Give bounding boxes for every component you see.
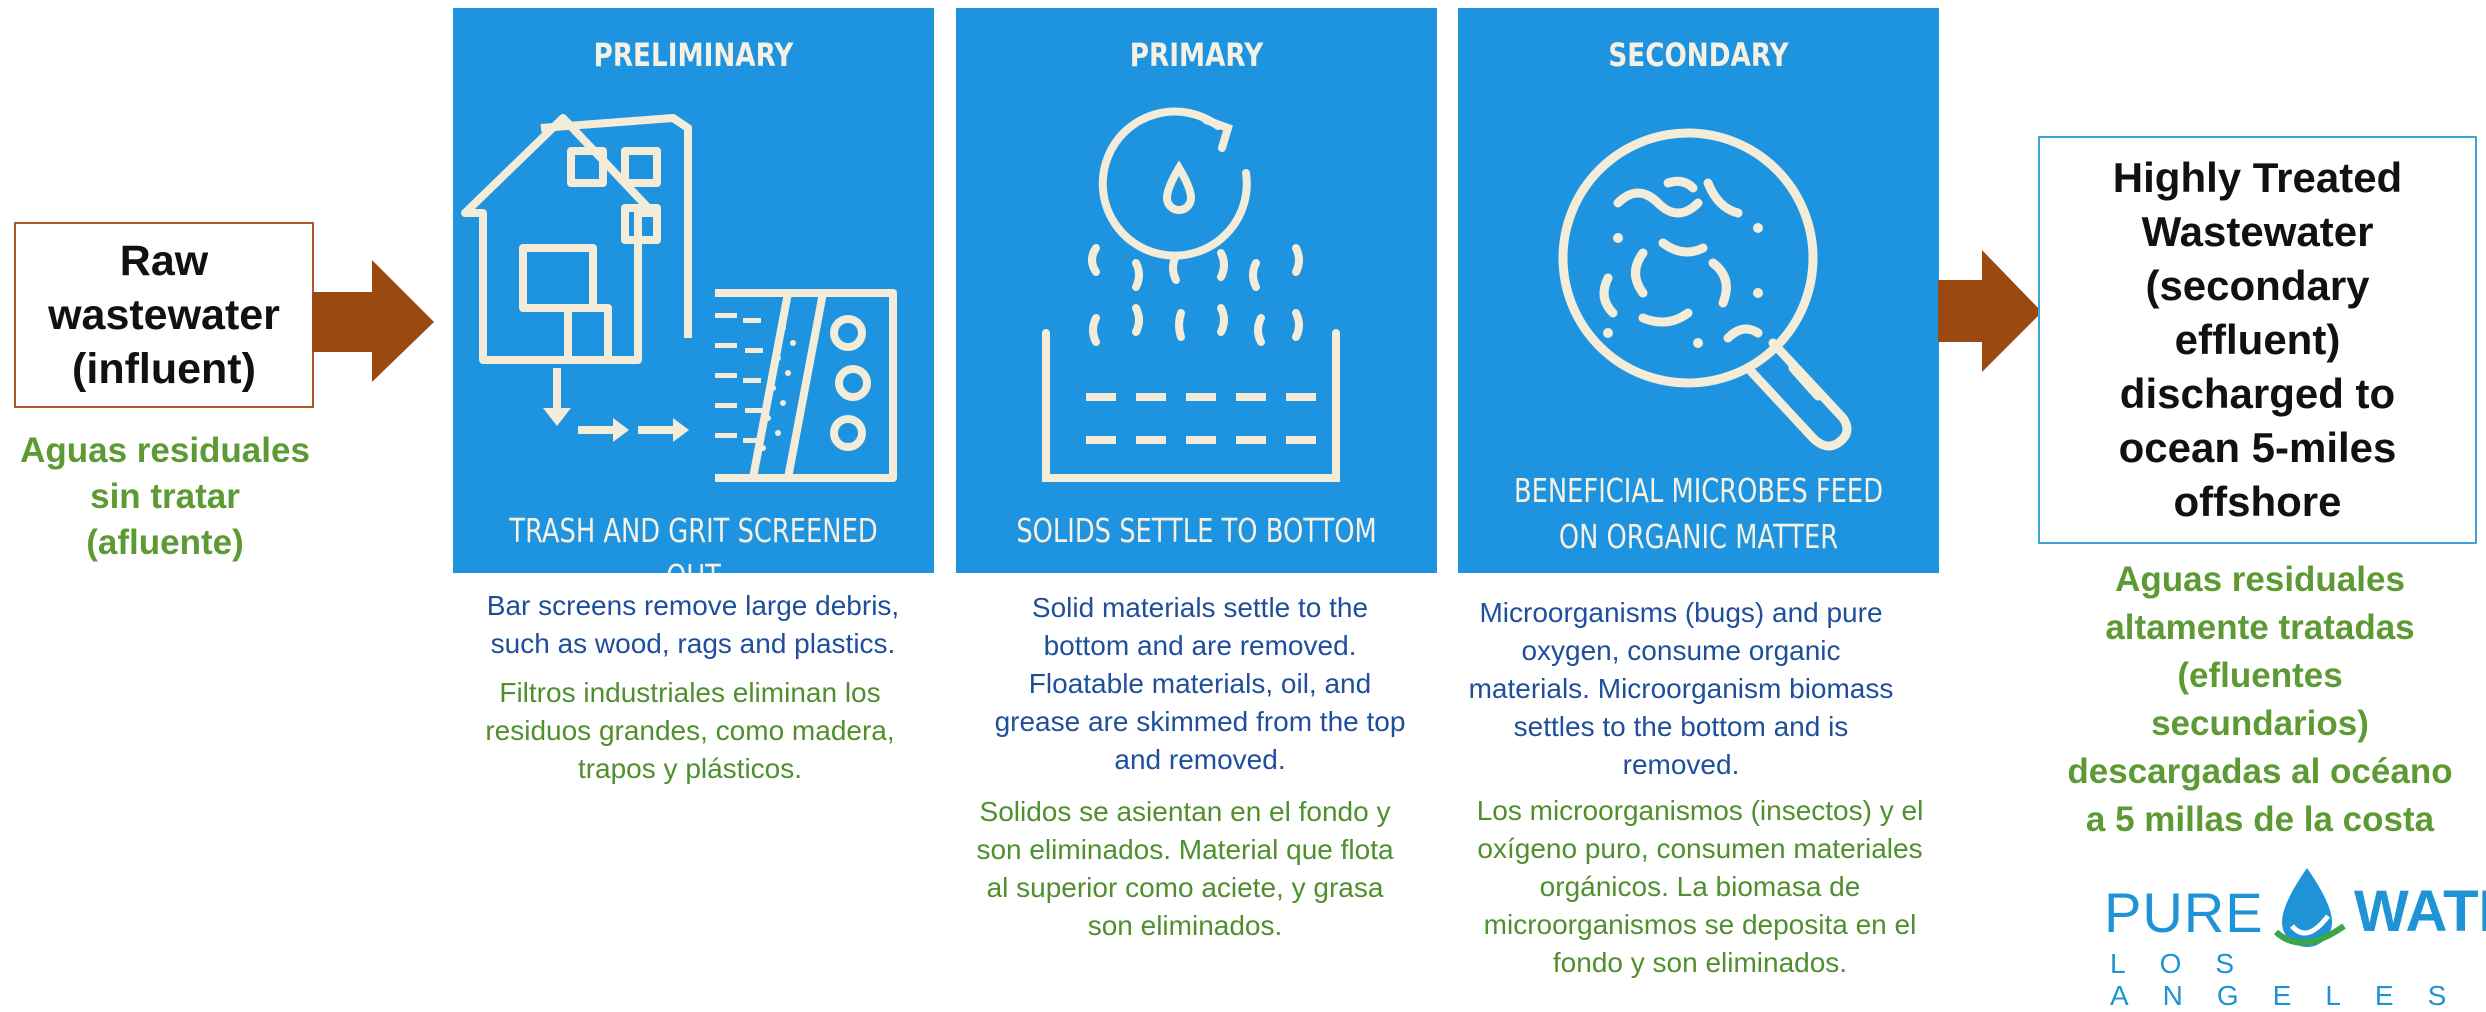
raw-wastewater-box: Raw wastewater (influent) <box>14 222 314 408</box>
building-house-screen-icon <box>461 114 897 482</box>
flow-arrow-in <box>312 260 434 382</box>
stage-description-en: Microorganisms (bugs) and pure oxygen, c… <box>1468 597 1894 780</box>
raw-wastewater-spanish: Aguas residuales sin tratar (afluente) <box>20 431 310 562</box>
logo-pure-text: PURE <box>2104 881 2264 944</box>
stage-panel-secondary: SECONDARY BENEFICIAL MICROBES FEED ON OR… <box>1458 8 1939 573</box>
droplet-cycle-settling-icon <box>1042 107 1340 482</box>
stage-title: PRIMARY <box>1129 36 1264 74</box>
flow-arrow-out <box>1938 250 2042 372</box>
stage-title: PRELIMINARY <box>593 36 794 74</box>
logo-water-text: WATER <box>2354 879 2486 944</box>
stage-caption: BENEFICIAL MICROBES FEED ON ORGANIC MATT… <box>1513 471 1884 556</box>
treated-wastewater-box: Highly Treated Wastewater (secondary eff… <box>2038 136 2477 544</box>
stage-description-en: Solid materials settle to the bottom and… <box>994 592 1406 775</box>
stage-description-es: Los microorganismos (insectos) y el oxíg… <box>1476 795 1924 978</box>
stage-caption: TRASH AND GRIT SCREENED OUT <box>509 511 878 573</box>
stage-panel-primary: PRIMARY SOLIDS SETTLE TO BOTTOM <box>956 8 1437 573</box>
stage-title: SECONDARY <box>1608 36 1789 74</box>
logo-subtitle: LOS ANGELES <box>2110 948 2481 1011</box>
treated-wastewater-spanish: Aguas residuales altamente tratadas (efl… <box>2067 560 2453 839</box>
stage-description-es: Filtros industriales eliminan los residu… <box>485 677 895 784</box>
stage-description-es: Solidos se asientan en el fondo y son el… <box>976 796 1394 941</box>
stage-description-en: Bar screens remove large debris, such as… <box>486 590 900 659</box>
stage-panel-preliminary: PRELIMINARY <box>453 8 934 573</box>
stage-caption: SOLIDS SETTLE TO BOTTOM <box>1016 511 1377 550</box>
magnifier-microbes-icon <box>1558 128 1852 451</box>
water-droplet-logo-icon <box>2273 868 2346 947</box>
